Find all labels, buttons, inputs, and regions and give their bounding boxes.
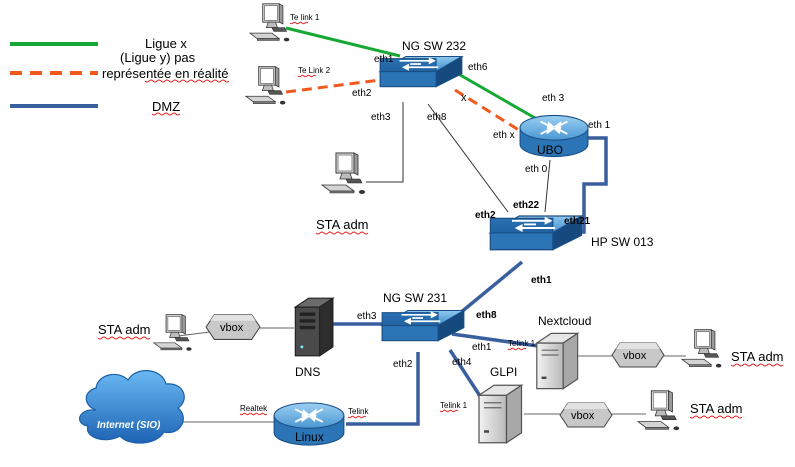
server-icon-dns <box>294 297 334 357</box>
device-label-vbox-left: vbox <box>220 322 244 334</box>
cable-label-telink1-nextcloud: Telink 1 <box>508 339 536 348</box>
port-label-sw231-eth8: eth8 <box>476 310 497 321</box>
cable-label-telink-linux: Telink <box>348 407 369 416</box>
port-label-ubo-eth0: eth 0 <box>525 164 548 175</box>
legend-orange-label-1: (Ligue y) pas <box>120 50 196 65</box>
port-label-ubo-eth1: eth 1 <box>588 120 611 131</box>
link-green-pc-sw232 <box>285 26 401 58</box>
port-label-hp-eth22: eth22 <box>513 200 540 211</box>
device-label-linux: Linux <box>295 430 324 444</box>
port-label-sw231-eth1: eth1 <box>472 342 492 353</box>
pc-icon-sta-adm-top <box>321 152 366 195</box>
pc-icon-sta-adm-right <box>681 329 722 368</box>
port-label-ubo-ethx: eth x <box>493 130 515 141</box>
links <box>177 26 686 426</box>
device-label-ubo: UBO <box>537 143 563 157</box>
port-label-sw232-eth1: eth1 <box>374 54 394 65</box>
cable-label-te-link-2: Te Link 2 <box>298 66 331 75</box>
server-icon-glpi <box>478 384 523 444</box>
pc-icon-mid <box>245 66 286 106</box>
device-label-nextcloud: Nextcloud <box>538 314 591 328</box>
pc-icon-top <box>249 3 290 42</box>
link-blue-sw231-linux <box>346 352 420 426</box>
link-ubo-hp <box>544 159 551 213</box>
device-label-sw232: NG SW 232 <box>402 39 466 53</box>
port-label-sw232-eth6: eth6 <box>468 62 488 73</box>
legend: Ligue x (Ligue y) pas représentée en réa… <box>10 36 230 116</box>
port-label-sw231-eth2: eth2 <box>393 359 413 370</box>
port-label-sw232-eth2: eth2 <box>352 88 372 99</box>
port-label-x-mark: x <box>461 92 467 104</box>
link-sw232-sta-adm <box>366 102 404 183</box>
device-label-sta-adm-left: STA adm <box>98 322 151 337</box>
device-label-dns: DNS <box>295 365 320 379</box>
device-label-hp013: HP SW 013 <box>591 235 654 249</box>
device-label-sta-adm-right: STA adm <box>731 349 784 364</box>
link-sw232-hp <box>427 103 509 213</box>
link-orange-sw232-ubo <box>454 88 523 134</box>
link-green-sw232-ubo <box>454 70 536 120</box>
port-label-sw232-eth8: eth8 <box>427 112 447 123</box>
device-label-glpi: GLPI <box>490 365 517 379</box>
legend-orange-label-2: représentée en réalité <box>102 66 228 81</box>
port-label-sw231-eth4: eth4 <box>452 357 472 368</box>
port-label-sw231-eth3: eth3 <box>357 311 377 322</box>
device-label-sta-adm-top: STA adm <box>316 217 369 232</box>
switch-icon-sw231 <box>381 309 465 342</box>
pc-icon-sta-adm-left <box>153 314 193 352</box>
link-blue-ubo-hp <box>570 136 608 234</box>
cable-label-te-link-1: Te link 1 <box>290 13 320 22</box>
device-label-sw231: NG SW 231 <box>383 291 447 305</box>
server-icon-nextcloud <box>536 332 579 390</box>
cloud-icon-internet <box>79 370 185 444</box>
link-blue-sw231-glpi <box>448 349 482 397</box>
device-label-vbox-right: vbox <box>623 350 647 362</box>
cable-label-telink1-glpi: Telink 1 <box>440 401 468 410</box>
link-blue-sw231-nextcloud <box>451 332 539 348</box>
port-label-hp-eth1: eth1 <box>531 275 552 286</box>
device-label-sta-adm-bottom: STA adm <box>690 401 743 416</box>
port-label-sw232-eth3: eth3 <box>371 112 391 123</box>
device-label-vbox-bottom: vbox <box>571 410 595 422</box>
port-label-hp-eth2: eth2 <box>475 210 496 221</box>
pc-icon-sta-adm-bottom <box>637 390 680 431</box>
legend-blue-label: DMZ <box>152 99 180 114</box>
legend-green-label: Ligue x <box>145 36 187 51</box>
port-label-hp-eth21: eth21 <box>564 216 591 227</box>
cable-label-realtek: Realtek <box>240 404 268 413</box>
device-label-internet: Internet (SIO) <box>97 420 161 431</box>
link-blue-hp-sw231 <box>452 260 524 320</box>
port-label-ubo-eth3: eth 3 <box>542 93 565 104</box>
